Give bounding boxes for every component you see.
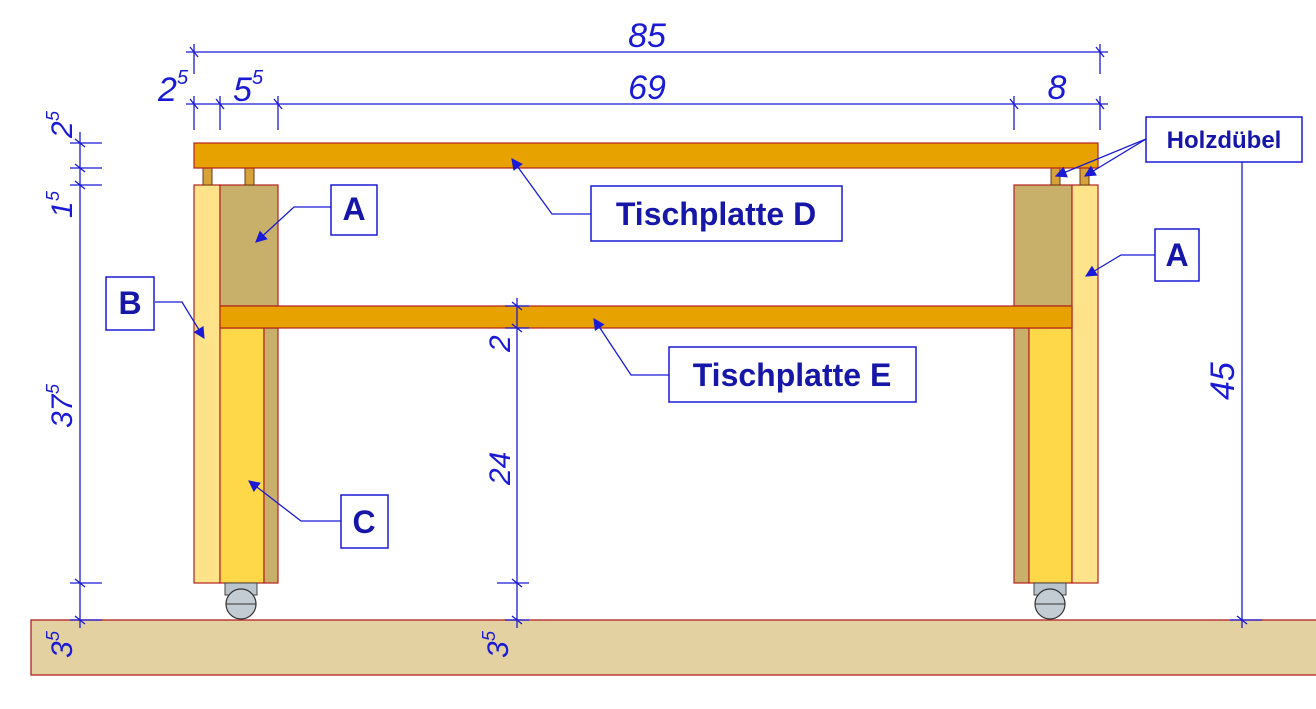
label-tischplatte-d: Tischplatte D [590, 185, 843, 242]
svg-text:5: 5 [43, 383, 63, 394]
tabletop-d [193, 142, 1099, 169]
dim-leg-height: 37 5 [43, 383, 79, 428]
dim-leg-width: 5 5 [233, 67, 264, 109]
dim-caster-left: 3 5 [43, 630, 79, 658]
label-b: B [105, 276, 155, 331]
dim-shelf-thickness: 2 [484, 335, 517, 353]
label-tischplatte-e: Tischplatte E [668, 346, 917, 403]
svg-text:5: 5 [43, 630, 63, 641]
label-c: C [340, 494, 389, 549]
leader-lines [155, 138, 1155, 522]
svg-text:2: 2 [157, 71, 177, 109]
dowels [202, 167, 1090, 186]
shelf-e [219, 305, 1073, 329]
svg-text:37: 37 [46, 393, 79, 428]
svg-text:2: 2 [46, 121, 79, 139]
caster-left [224, 582, 258, 620]
svg-text:5: 5 [177, 67, 189, 89]
caster-right [1033, 582, 1067, 620]
svg-text:3: 3 [482, 641, 515, 658]
floor [30, 619, 1316, 676]
svg-text:5: 5 [43, 190, 63, 201]
dim-right-section: 8 [1048, 69, 1067, 107]
svg-text:B: B [118, 285, 141, 321]
dim-left-overhang: 2 5 [157, 67, 189, 109]
label-holzduebel: Holzdübel [1145, 116, 1303, 163]
dim-shelf-height: 24 [484, 452, 517, 486]
svg-text:2: 2 [484, 335, 517, 353]
svg-text:Tischplatte E: Tischplatte E [693, 357, 892, 393]
svg-text:5: 5 [479, 630, 499, 641]
svg-text:24: 24 [484, 452, 517, 486]
svg-text:C: C [352, 504, 375, 540]
left-leg [193, 184, 279, 584]
svg-text:5: 5 [43, 110, 63, 121]
dim-top-thickness: 2 5 [43, 110, 79, 139]
svg-text:45: 45 [1204, 362, 1242, 400]
dim-lines-vertical [70, 132, 1262, 628]
label-a-right: A [1154, 228, 1200, 282]
svg-text:3: 3 [46, 641, 79, 658]
svg-text:5: 5 [252, 67, 264, 89]
svg-text:A: A [1165, 237, 1188, 273]
svg-text:1: 1 [46, 201, 79, 218]
dim-total-width: 85 [628, 17, 666, 55]
svg-text:Tischplatte D: Tischplatte D [616, 196, 816, 232]
dim-overall-height: 45 [1204, 362, 1242, 400]
dim-lines-horizontal [186, 44, 1108, 130]
svg-text:Holzdübel: Holzdübel [1167, 127, 1282, 154]
dim-inner-span: 69 [628, 69, 666, 107]
dim-caster-mid: 3 5 [479, 630, 515, 658]
svg-text:5: 5 [233, 71, 252, 109]
svg-text:A: A [342, 191, 365, 227]
label-a-upper-left: A [330, 184, 378, 236]
right-leg [1013, 184, 1099, 584]
dim-dowel-gap: 1 5 [43, 190, 79, 218]
